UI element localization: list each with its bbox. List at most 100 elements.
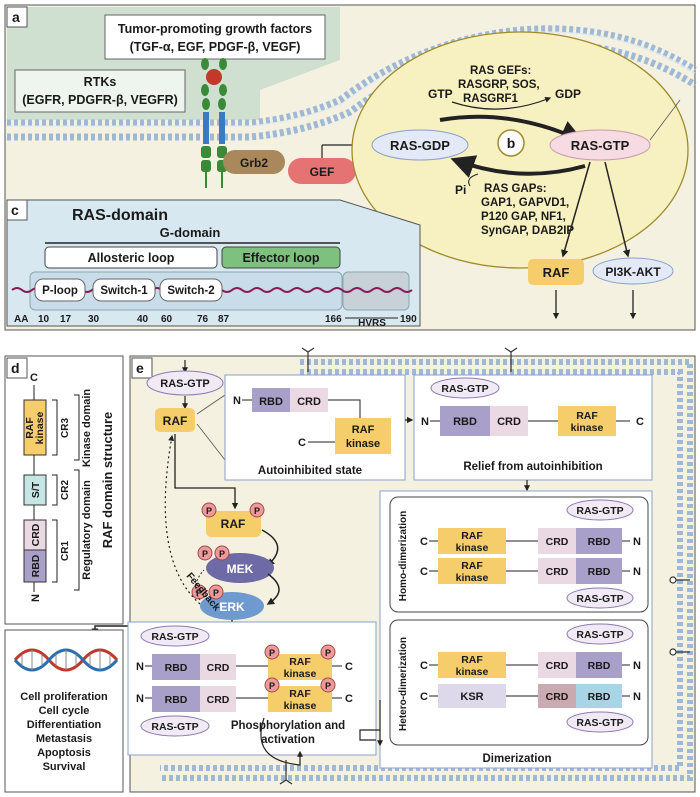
hetero-crd-1 bbox=[538, 652, 576, 678]
hetero-dimer-label: Hetero-dimerization bbox=[398, 637, 409, 731]
gaps-line4: SynGAP, DAB2IP bbox=[481, 225, 574, 237]
cr2-bracket bbox=[52, 474, 58, 506]
panel-b-label: b bbox=[507, 135, 516, 151]
rtk-receptor bbox=[201, 58, 227, 188]
hetero-kinase bbox=[438, 652, 506, 678]
rtk-title: RTKs bbox=[84, 75, 117, 89]
kinase-domain-label: Kinase domain bbox=[81, 389, 93, 468]
hetero-ras-top: RAS-GTP bbox=[576, 629, 623, 641]
gef-activation-arrow bbox=[439, 114, 585, 143]
relief-c: C bbox=[636, 416, 644, 428]
phospho-rbd-1-label: RBD bbox=[165, 662, 188, 674]
pi-label: Pi bbox=[455, 183, 466, 197]
ras-gtp-e-pill bbox=[146, 370, 224, 396]
gdp-label: GDP bbox=[555, 87, 581, 101]
g-domain-label: G-domain bbox=[160, 225, 221, 240]
allosteric-loop-label: Allosteric loop bbox=[88, 251, 175, 265]
aa-tick-190: 190 bbox=[400, 314, 417, 325]
autoinh-c: C bbox=[298, 437, 306, 449]
st-block bbox=[23, 474, 47, 506]
ras-gdp-label: RAS-GDP bbox=[390, 138, 450, 153]
panel-a-label: a bbox=[12, 9, 20, 25]
relief-rbd-label: RBD bbox=[453, 416, 477, 428]
hetero-rbd-1-label: RBD bbox=[588, 660, 611, 672]
autoinh-crd bbox=[290, 388, 328, 412]
mek-p1: P bbox=[202, 549, 208, 559]
hetero-kinase-l2: kinase bbox=[456, 666, 489, 678]
switch-2-box bbox=[159, 278, 223, 302]
aa-tick-87: 87 bbox=[218, 314, 230, 325]
feedback-arrow bbox=[164, 434, 201, 605]
raf-kinase-text-2: kinase bbox=[34, 412, 46, 445]
growth-factors-list: (TGF-α, EGF, PDGF-β, VEGF) bbox=[130, 40, 301, 54]
regulatory-domain-bracket bbox=[74, 469, 80, 591]
phospho-label-1: Phosphorylation and bbox=[231, 720, 345, 732]
ras-domain-title: RAS-domain bbox=[72, 207, 168, 224]
phospho-kinase-2-l2: kinase bbox=[284, 700, 317, 712]
relief-ras-gtp-pill bbox=[430, 377, 500, 399]
autoinh-kinase-l1: RAF bbox=[352, 424, 375, 436]
hetero-c-1: C bbox=[420, 660, 428, 672]
panel-b-label-circle bbox=[497, 129, 525, 157]
regulatory-domain-label: Regulatory domain bbox=[81, 480, 93, 580]
switch-1-box bbox=[92, 278, 156, 302]
homo-rbd-2-label: RBD bbox=[588, 566, 611, 578]
switch-2-label: Switch-2 bbox=[167, 285, 214, 297]
ras-to-pi3k-arrow bbox=[604, 161, 631, 258]
phospho-crd-1 bbox=[200, 654, 236, 680]
hetero-rbd-2 bbox=[576, 684, 622, 708]
phospho-c-1: C bbox=[345, 661, 353, 673]
hetero-kinase-l1: RAF bbox=[461, 654, 483, 666]
homo-ras-top: RAS-GTP bbox=[576, 505, 623, 517]
homo-crd-2-label: CRD bbox=[546, 566, 569, 578]
homo-kinase-1-l2: kinase bbox=[456, 542, 489, 554]
phospho-rbd-1 bbox=[152, 654, 200, 680]
ras-gtp-anchor-line bbox=[649, 99, 681, 141]
effector-loop-label: Effector loop bbox=[242, 251, 319, 265]
phospho-kinase-2-l1: RAF bbox=[289, 688, 311, 700]
phospho-c-2: C bbox=[345, 693, 353, 705]
gaps-line2: GAP1, GAPVD1, bbox=[481, 197, 569, 209]
phospho-crd-2 bbox=[200, 686, 236, 712]
homo-c-1: C bbox=[420, 536, 428, 548]
phospho-crd-1-label: CRD bbox=[207, 662, 230, 674]
homo-c-2: C bbox=[420, 566, 428, 578]
homo-rbd-2 bbox=[576, 558, 622, 584]
homo-rbd-1-label: RBD bbox=[588, 536, 611, 548]
phospho-ras-top: RAS-GTP bbox=[151, 631, 198, 643]
gef-label: GEF bbox=[310, 165, 335, 179]
hvrs-bar bbox=[342, 271, 410, 311]
mek-label: MEK bbox=[227, 562, 254, 576]
homo-kinase-2-l2: kinase bbox=[456, 572, 489, 584]
autoinhibited-label: Autoinhibited state bbox=[258, 465, 362, 477]
raf-e-box bbox=[155, 408, 195, 432]
hetero-c-2: C bbox=[420, 691, 428, 703]
p-loop-box bbox=[34, 278, 86, 302]
growth-factors-title: Tumor-promoting growth factors bbox=[118, 22, 312, 36]
phospho-crd-2-label: CRD bbox=[207, 694, 230, 706]
gefs-line3: RASGRF1 bbox=[463, 93, 519, 105]
erk-p2: P bbox=[213, 588, 219, 598]
phospho-kinase-2 bbox=[268, 686, 332, 712]
crd-label-d: CRD bbox=[30, 523, 42, 546]
ras-gdp-pill bbox=[371, 129, 469, 161]
gefs-line2: RASGRP, SOS, bbox=[458, 79, 540, 91]
outcomes-box bbox=[4, 629, 124, 793]
relief-ras-gtp-label: RAS-GTP bbox=[441, 383, 488, 395]
homo-crd-1-label: CRD bbox=[546, 536, 569, 548]
homo-kinase-1 bbox=[438, 528, 506, 554]
cr1-bracket bbox=[52, 519, 58, 583]
aa-tick-76: 76 bbox=[197, 314, 209, 325]
raf-label-a: RAF bbox=[543, 265, 570, 280]
dimerization-label: Dimerization bbox=[482, 753, 551, 765]
raf-kinase-text-1: RAF bbox=[24, 417, 36, 439]
outcome-5: Apoptosis bbox=[37, 747, 91, 759]
autoinh-rbd-label: RBD bbox=[259, 396, 283, 408]
erk-label: ERK bbox=[219, 600, 245, 614]
phospho-kinase-1-l1: RAF bbox=[289, 656, 311, 668]
hetero-crd-1-label: CRD bbox=[546, 660, 569, 672]
ras-gtp-label: RAS-GTP bbox=[571, 138, 630, 153]
relief-kinase-l1: RAF bbox=[576, 410, 598, 422]
homo-crd-1 bbox=[538, 528, 576, 554]
